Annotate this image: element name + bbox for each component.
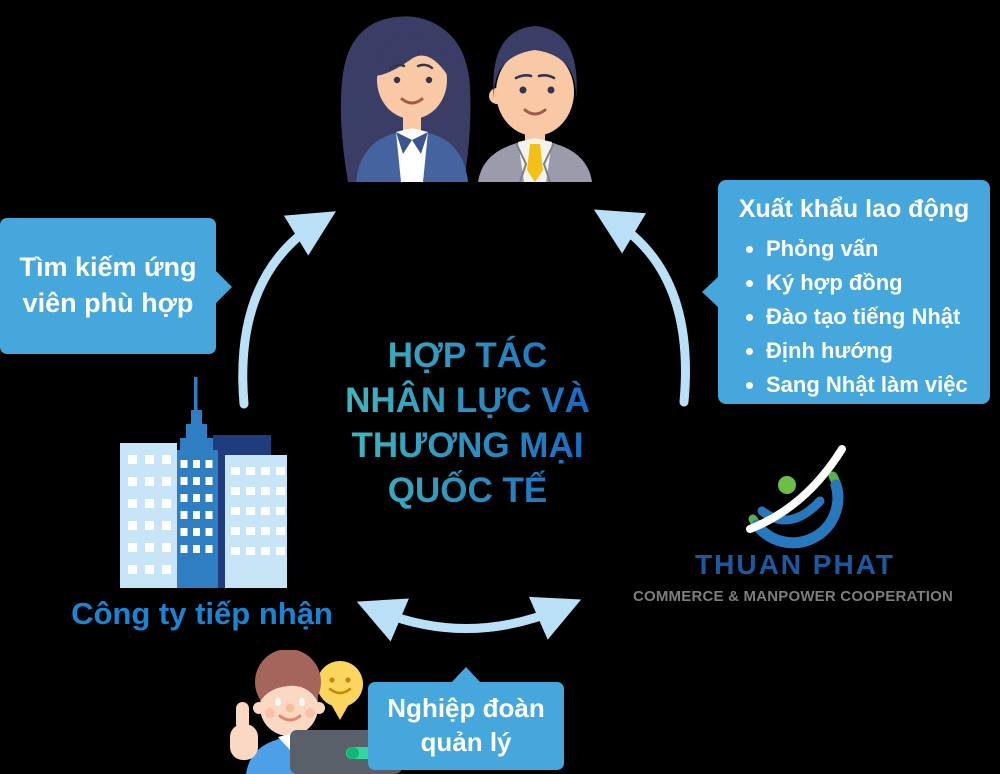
arrow-left-up-icon <box>238 211 336 409</box>
find-candidates-line1: Tìm kiếm ứng <box>19 252 197 283</box>
business-people-illustration <box>340 16 592 182</box>
labor-export-list: Phỏng vấn Ký hợp đồng Đào tạo tiếng Nhật… <box>718 232 990 402</box>
labor-export-item: Sang Nhật làm việc <box>766 368 990 402</box>
arrow-bottom-double-icon <box>356 596 582 642</box>
logo-tagline: COMMERCE & MANPOWER COOPERATION <box>632 588 954 605</box>
center-title: HỢP TÁC NHÂN LỰC VÀ THƯƠNG MẠI QUỐC TẾ <box>335 333 600 514</box>
city-buildings-illustration <box>120 377 287 588</box>
center-title-line1: HỢP TÁC <box>387 336 548 375</box>
find-candidates-line2: viên phù hợp <box>22 288 194 318</box>
union-line1: Nghiệp đoàn <box>387 693 545 724</box>
arrow-right-up-icon <box>593 209 690 407</box>
find-candidates-bubble: Tìm kiếm ứng viên phù hợp <box>0 218 232 354</box>
center-title-line3: THƯƠNG MẠI <box>351 426 584 466</box>
labor-export-title: Xuất khẩu lao động <box>738 195 970 223</box>
union-management-bubble: Nghiệp đoàn quản lý <box>368 667 564 770</box>
labor-export-item: Phỏng vấn <box>766 232 990 266</box>
logo-company-name: THUAN PHAT <box>695 549 895 580</box>
labor-export-item: Đào tạo tiếng Nhật <box>766 300 990 334</box>
union-line2: quản lý <box>420 727 512 757</box>
thuanphat-logo-icon <box>746 445 846 549</box>
receiving-company-label: Công ty tiếp nhận <box>71 596 333 631</box>
center-title-line4: QUỐC TẾ <box>387 471 548 511</box>
labor-export-bubble: Xuất khẩu lao động Phỏng vấn Ký hợp đồng… <box>702 180 990 404</box>
labor-export-item: Định hướng <box>766 334 990 368</box>
center-title-line2: NHÂN LỰC VÀ <box>345 381 590 421</box>
labor-export-item: Ký hợp đồng <box>766 266 990 300</box>
